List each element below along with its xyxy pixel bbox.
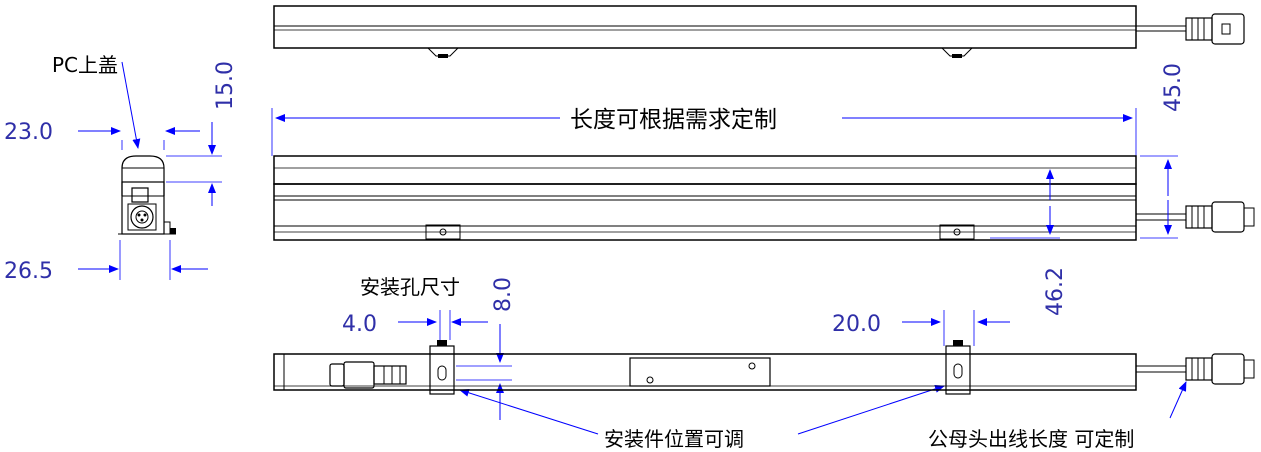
dim-45-0: 45.0 [1161,63,1186,112]
top-view [273,5,1245,58]
front-view [273,155,1255,241]
dim-4-0: 4.0 [342,312,377,337]
dim-8-0: 8.0 [491,277,516,312]
dim-26-5: 26.5 [4,259,53,284]
label-mount-adjustable: 安装件位置可调 [604,427,744,451]
height-dimensions [990,155,1178,239]
dim-46-2: 46.2 [1043,267,1068,316]
bottom-view [273,340,1255,395]
end-view [118,155,176,235]
label-mount-hole-size: 安装孔尺寸 [360,275,460,299]
dim-23-0: 23.0 [4,120,53,145]
dim-20-0: 20.0 [832,312,881,337]
end-view-dimensions [78,61,222,280]
length-dimension [271,108,1137,156]
label-pc-cover: PC上盖 [52,53,118,77]
dim-15-0: 15.0 [213,61,238,110]
bottom-view-dimensions [398,310,1187,435]
label-length-custom: 长度可根据需求定制 [570,107,777,133]
label-cable-custom: 公母头出线长度 可定制 [928,427,1134,451]
